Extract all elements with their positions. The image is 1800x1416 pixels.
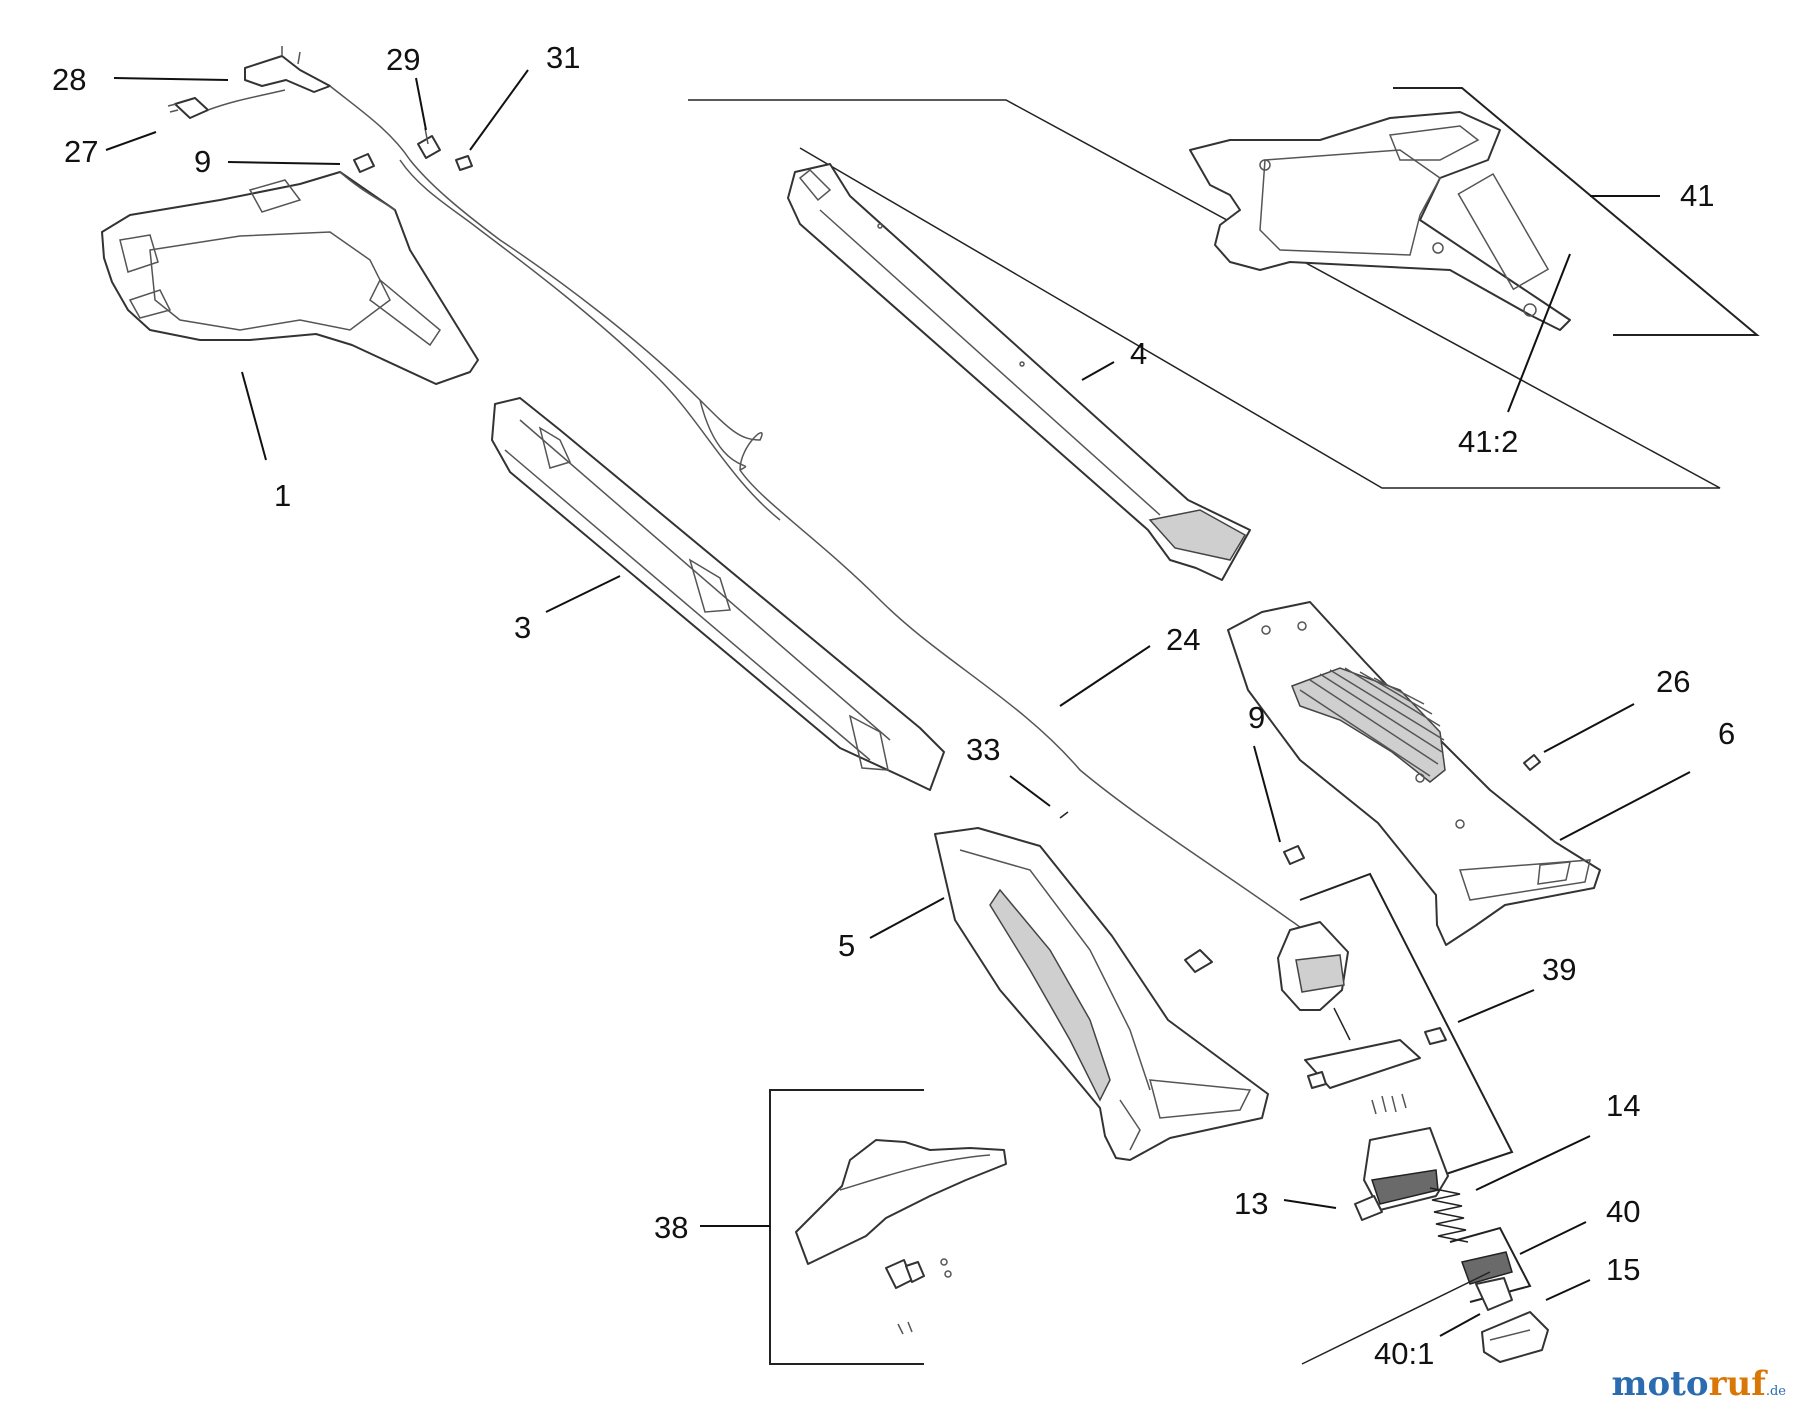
watermark-part-c: .de (1765, 1384, 1786, 1399)
leader-15 (1545, 1279, 1591, 1301)
leader-4 (1081, 361, 1115, 381)
label-40-1: 40:1 (1374, 1336, 1434, 1371)
label-38: 38 (654, 1210, 688, 1245)
part-39-motor-assembly (1184, 921, 1449, 1211)
label-6: 6 (1718, 716, 1735, 751)
label-13: 13 (1234, 1186, 1268, 1221)
label-40: 40 (1606, 1194, 1640, 1229)
leader-40 (1519, 1221, 1587, 1255)
part-27-plug (167, 89, 286, 119)
part-28-switch-housing (244, 46, 331, 93)
part-13-clip (1354, 1195, 1383, 1221)
leader-9b (1253, 745, 1281, 843)
part-40-spool (1461, 1251, 1513, 1311)
part-1-handle-half (101, 171, 479, 385)
motoruf-watermark-logo: motoruf.de (1612, 1364, 1786, 1404)
leader-27 (105, 131, 157, 151)
label-33: 33 (966, 732, 1000, 767)
label-14: 14 (1606, 1088, 1640, 1123)
label-5: 5 (838, 928, 855, 963)
leader-lines (105, 69, 1691, 1337)
part-9-connector-lower (1283, 845, 1305, 865)
leader-3 (545, 575, 621, 613)
part-26-screw (1523, 754, 1541, 771)
part-5-lower-housing (934, 827, 1269, 1161)
part-4-shaft-tube (787, 163, 1251, 581)
label-41: 41 (1680, 178, 1714, 213)
label-28: 28 (52, 62, 86, 97)
leader-39 (1457, 989, 1535, 1023)
leader-9a (227, 161, 341, 165)
label-1: 1 (274, 478, 291, 513)
leader-40-1 (1439, 1313, 1481, 1337)
part-6-motor-cover (1227, 601, 1601, 946)
watermark-part-a: moto (1611, 1364, 1709, 1404)
part-31-connector (455, 155, 473, 171)
leader-14 (1475, 1135, 1591, 1191)
leader-29 (415, 77, 427, 131)
part-29-connector (417, 127, 441, 159)
leader-26 (1543, 703, 1635, 753)
leader-28 (113, 77, 229, 81)
leader-24 (1059, 645, 1151, 707)
label-3: 3 (514, 610, 531, 645)
leader-5 (869, 897, 945, 939)
watermark-part-b: ruf (1708, 1364, 1766, 1404)
part-41-frame (688, 87, 1760, 489)
label-41-2: 41:2 (1458, 424, 1518, 459)
leader-33 (1009, 775, 1051, 807)
part-24-power-cord (329, 85, 1316, 961)
label-9b: 9 (1248, 700, 1265, 735)
part-41-handle-cover (1189, 111, 1571, 331)
label-24: 24 (1166, 622, 1200, 657)
leader-31 (469, 69, 529, 151)
part-39-frame (1299, 872, 1514, 1177)
label-26: 26 (1656, 664, 1690, 699)
label-4: 4 (1130, 336, 1147, 371)
part-14-spring (1429, 1187, 1469, 1243)
label-15: 15 (1606, 1252, 1640, 1287)
label-27: 27 (64, 134, 98, 169)
part-40-1-trimmer-line (1301, 1271, 1491, 1365)
leader-6 (1559, 771, 1691, 841)
label-39: 39 (1542, 952, 1576, 987)
part-33-pin (1059, 811, 1069, 819)
part-9-connector-top (353, 153, 375, 173)
label-31: 31 (546, 40, 580, 75)
part-38-guard (795, 1139, 1007, 1335)
part-15-cap (1481, 1311, 1549, 1363)
leader-13 (1283, 1199, 1337, 1209)
part-3-shaft-channel (491, 397, 945, 791)
label-29: 29 (386, 42, 420, 77)
part-labels: 28 27 9 29 31 1 3 4 41 41:2 24 26 6 33 9… (52, 40, 1735, 1371)
label-9a: 9 (194, 144, 211, 179)
leader-41-2 (1507, 253, 1571, 413)
leader-1 (241, 371, 267, 461)
